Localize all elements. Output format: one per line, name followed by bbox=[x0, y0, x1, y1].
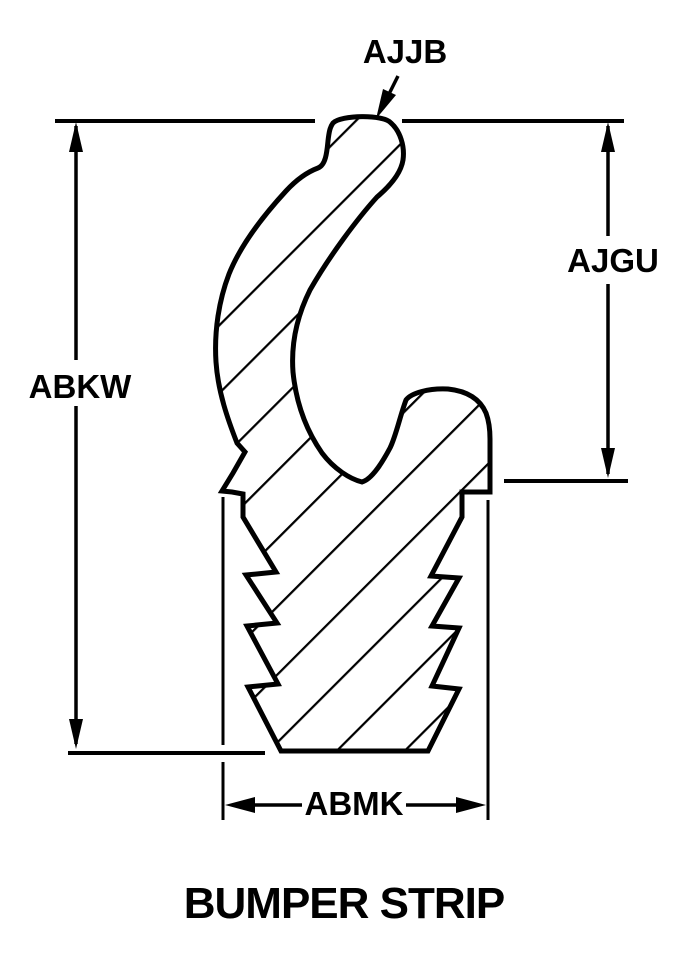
abkw-arrowhead-up bbox=[69, 122, 83, 152]
ajjb-arrowhead bbox=[376, 89, 396, 119]
ajgu-arrowhead-up bbox=[601, 122, 615, 152]
dim-label-abmk: ABMK bbox=[305, 785, 404, 822]
abmk-arrowhead-right bbox=[456, 797, 486, 813]
bumper-strip-profile bbox=[213, 114, 493, 754]
dim-label-ajgu: AJGU bbox=[567, 242, 659, 279]
dim-label-abkw: ABKW bbox=[29, 368, 132, 405]
abkw-arrowhead-down bbox=[69, 719, 83, 749]
drawing-title: BUMPER STRIP bbox=[184, 879, 504, 928]
ajgu-arrowhead-down bbox=[601, 448, 615, 478]
abmk-arrowhead-left bbox=[225, 797, 255, 813]
dim-label-ajjb: AJJB bbox=[363, 33, 447, 70]
